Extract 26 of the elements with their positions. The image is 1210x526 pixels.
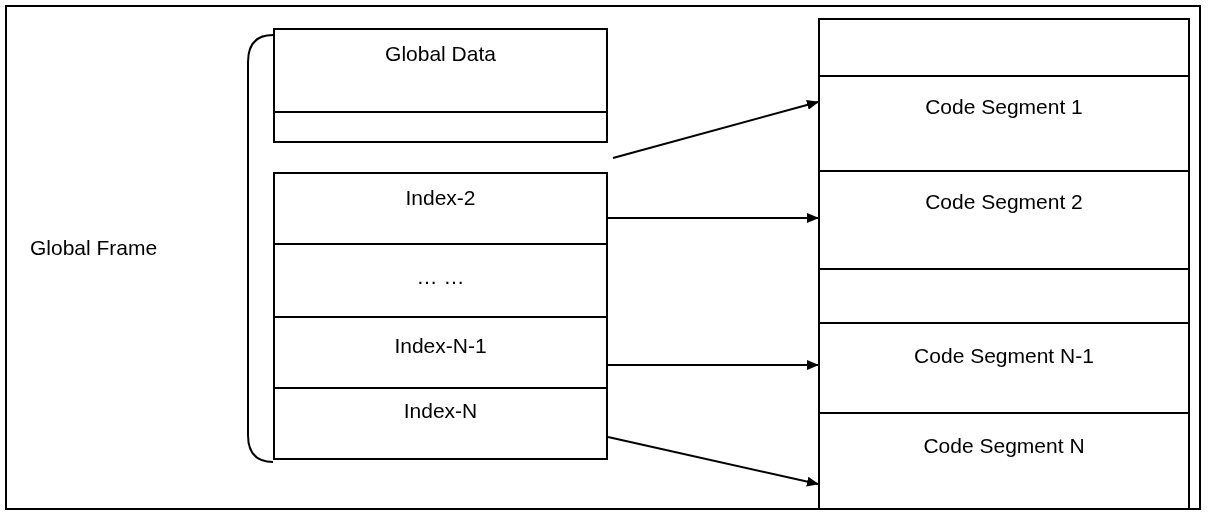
table-row xyxy=(273,172,608,245)
table-row xyxy=(818,322,1190,414)
table-row xyxy=(273,316,608,389)
row-label: Code Segment 1 xyxy=(925,95,1083,119)
table-row xyxy=(818,170,1190,270)
arrow xyxy=(607,213,819,223)
row-label: … … xyxy=(416,265,465,289)
row-label: Index-N xyxy=(403,399,478,423)
table-row xyxy=(273,28,608,113)
row-label: Code Segment 2 xyxy=(925,190,1083,214)
arrow xyxy=(612,100,819,159)
row-label: Code Segment N xyxy=(923,434,1085,458)
row-label: Code Segment N-1 xyxy=(914,344,1094,368)
row-label: Index-N-1 xyxy=(394,334,487,358)
table-row xyxy=(273,243,608,318)
row-label: Global Data xyxy=(385,42,496,66)
empty-row xyxy=(273,111,608,143)
table-row xyxy=(818,412,1190,510)
empty-row xyxy=(818,268,1190,324)
arrow xyxy=(607,360,819,370)
table-row xyxy=(273,387,608,460)
table-row xyxy=(818,75,1190,172)
row-label: Index-2 xyxy=(405,186,476,210)
arrow xyxy=(607,436,819,487)
empty-row xyxy=(818,18,1190,77)
group-label: Global Frame xyxy=(30,236,158,260)
